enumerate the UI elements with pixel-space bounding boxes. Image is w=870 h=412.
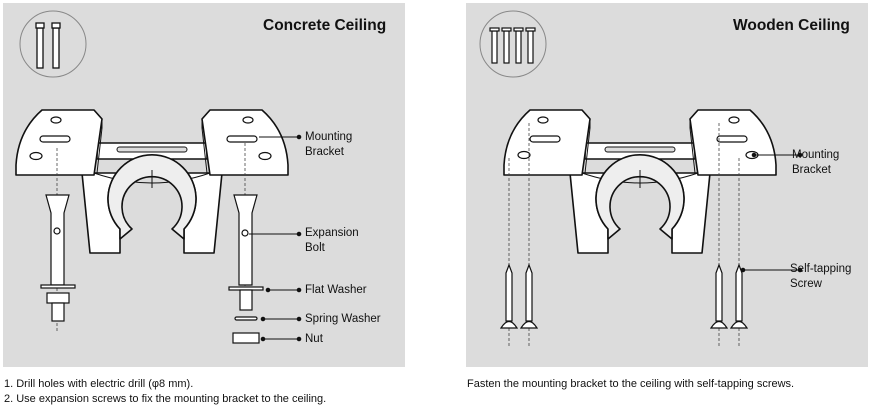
flat-washer-label: Flat Washer (305, 284, 367, 296)
concrete-ceiling-title: Concrete Ceiling (263, 17, 387, 34)
nut-label: Nut (305, 333, 323, 345)
screws-inset-icon (479, 10, 547, 78)
expansion-bolt-icon (40, 194, 264, 344)
label-line: Self-tapping (790, 263, 852, 275)
wooden-caption: Fasten the mounting bracket to the ceili… (467, 378, 795, 390)
label-line: Bracket (792, 164, 831, 176)
concrete-step-2: 2. Use expansion screws to fix the mount… (4, 393, 327, 405)
spring-washer-label: Spring Washer (305, 313, 381, 325)
concrete-step-1: 1. Drill holes with electric drill (φ8 m… (4, 378, 194, 390)
concrete-ceiling-illustration (15, 10, 302, 344)
label-line: Mounting (305, 131, 353, 143)
label-line: Mounting (792, 149, 840, 161)
label-line: Expansion (305, 227, 359, 239)
expansion-bolts-inset-icon (19, 10, 87, 78)
mounting-bracket-icon (503, 109, 777, 254)
wooden-ceiling-illustration (479, 10, 803, 348)
wooden-ceiling-title: Wooden Ceiling (733, 17, 850, 34)
self-tapping-screw-icon (499, 263, 749, 329)
label-line: Bolt (305, 242, 325, 254)
label-line: Screw (790, 278, 822, 290)
label-line: Bracket (305, 146, 344, 158)
